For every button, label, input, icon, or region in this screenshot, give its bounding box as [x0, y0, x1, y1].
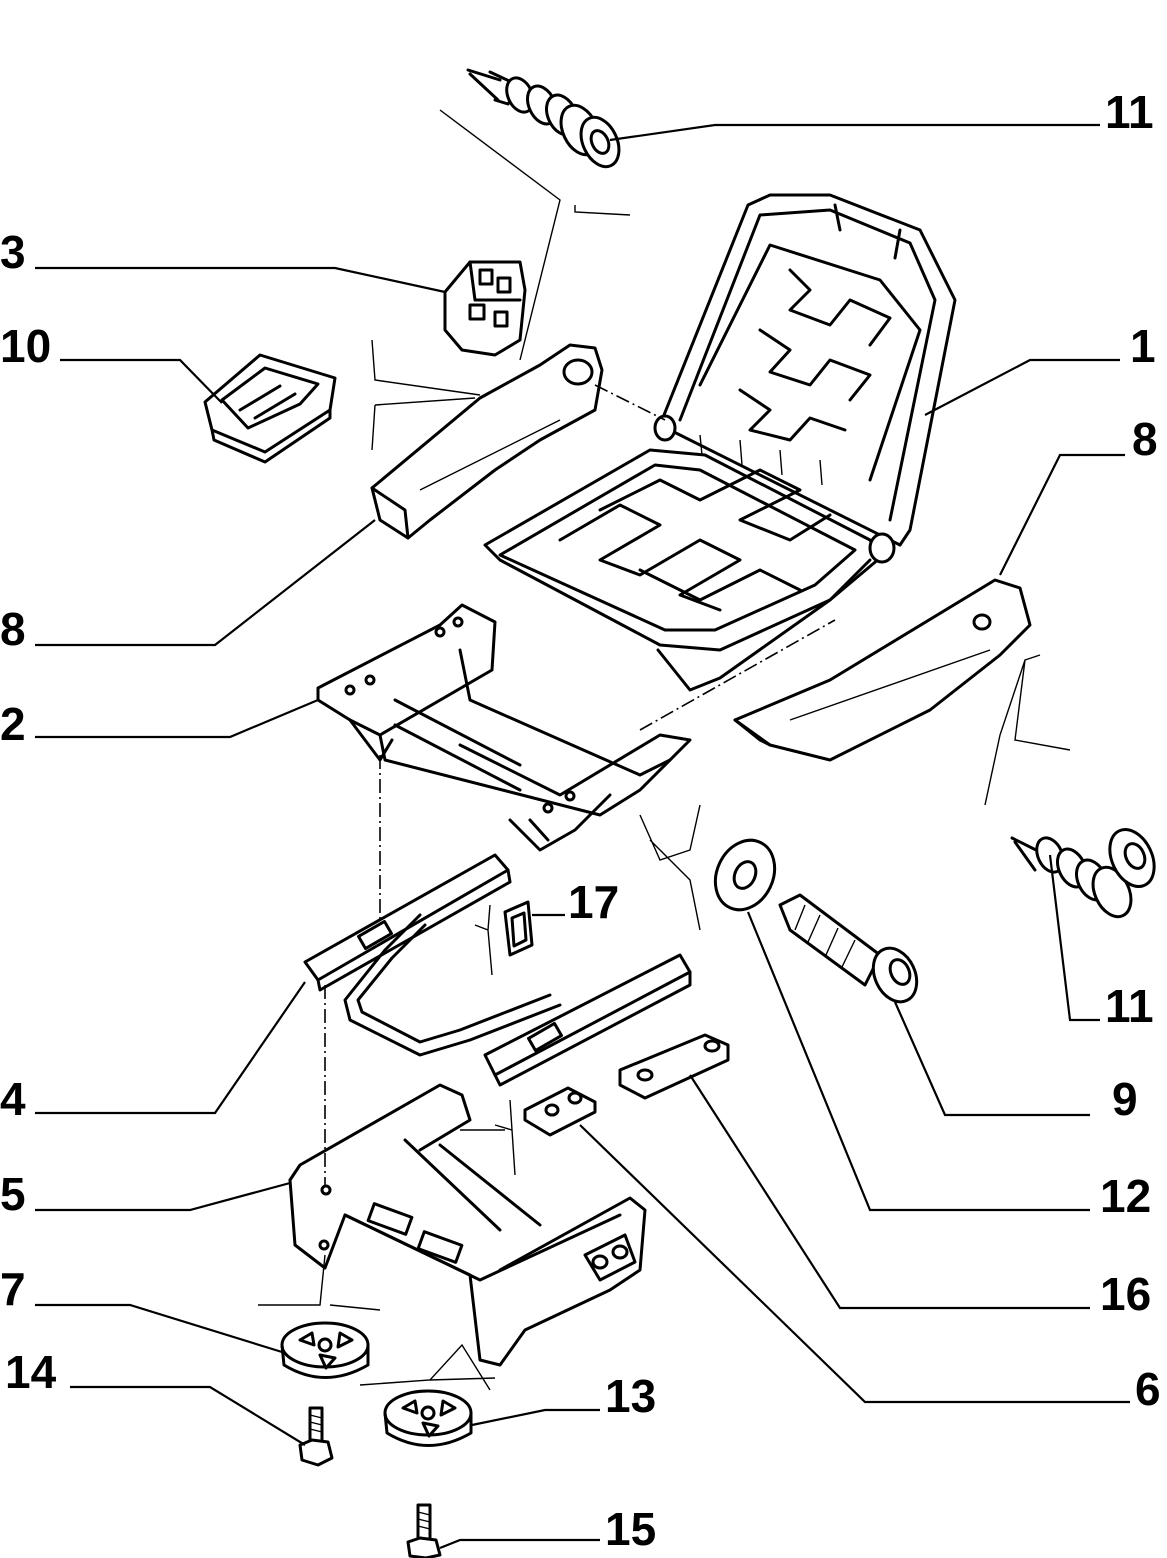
callout-14: 14 [5, 1346, 57, 1398]
callout-7: 7 [0, 1263, 26, 1315]
part-14-screw [298, 1406, 334, 1467]
part-4-slide-rails [303, 853, 692, 1087]
part-15-screw [406, 1503, 442, 1558]
callout-11-right: 11 [1105, 980, 1154, 1032]
callout-16: 16 [1100, 1268, 1151, 1320]
part-13-foot [383, 1389, 473, 1447]
callout-5: 5 [0, 1168, 26, 1220]
part-10-bezel [203, 353, 337, 464]
part-8-left-trim [370, 343, 604, 540]
callout-15: 15 [605, 1503, 656, 1555]
part-9-bolt [778, 893, 919, 1004]
callout-12: 12 [1100, 1170, 1151, 1222]
part-5-riser-base [288, 1083, 647, 1367]
callout-3: 3 [0, 226, 26, 278]
assembly-lines [258, 109, 1071, 1391]
part-6-spacer [523, 1086, 597, 1137]
callout-8-right: 8 [1132, 413, 1158, 465]
callout-13: 13 [605, 1370, 656, 1422]
part-11-right-plug [1010, 828, 1156, 919]
part-12-washer [713, 838, 777, 912]
callout-11-top: 11 [1105, 86, 1154, 138]
part-3-latch-block [443, 260, 527, 357]
part-11-top-plug [466, 68, 621, 169]
callout-17: 17 [568, 876, 619, 928]
part-7-foot [280, 1321, 370, 1379]
callout-2: 2 [0, 698, 26, 750]
leader-lines [35, 123, 1130, 1550]
part-2-upper-slide [316, 603, 692, 852]
callout-1: 1 [1130, 320, 1156, 372]
part-8-right-trim [733, 578, 1032, 762]
callout-9: 9 [1112, 1073, 1138, 1125]
callout-6: 6 [1135, 1363, 1161, 1415]
part-1-seat-frame [483, 193, 957, 692]
part-17-clip [474, 900, 534, 976]
callout-10: 10 [0, 320, 51, 372]
part-16-plate [618, 1033, 730, 1100]
callout-labels: 11 3 10 1 8 8 2 17 11 4 9 5 12 7 16 14 1… [0, 86, 1161, 1555]
callout-8-left: 8 [0, 603, 26, 655]
callout-4: 4 [0, 1073, 26, 1125]
